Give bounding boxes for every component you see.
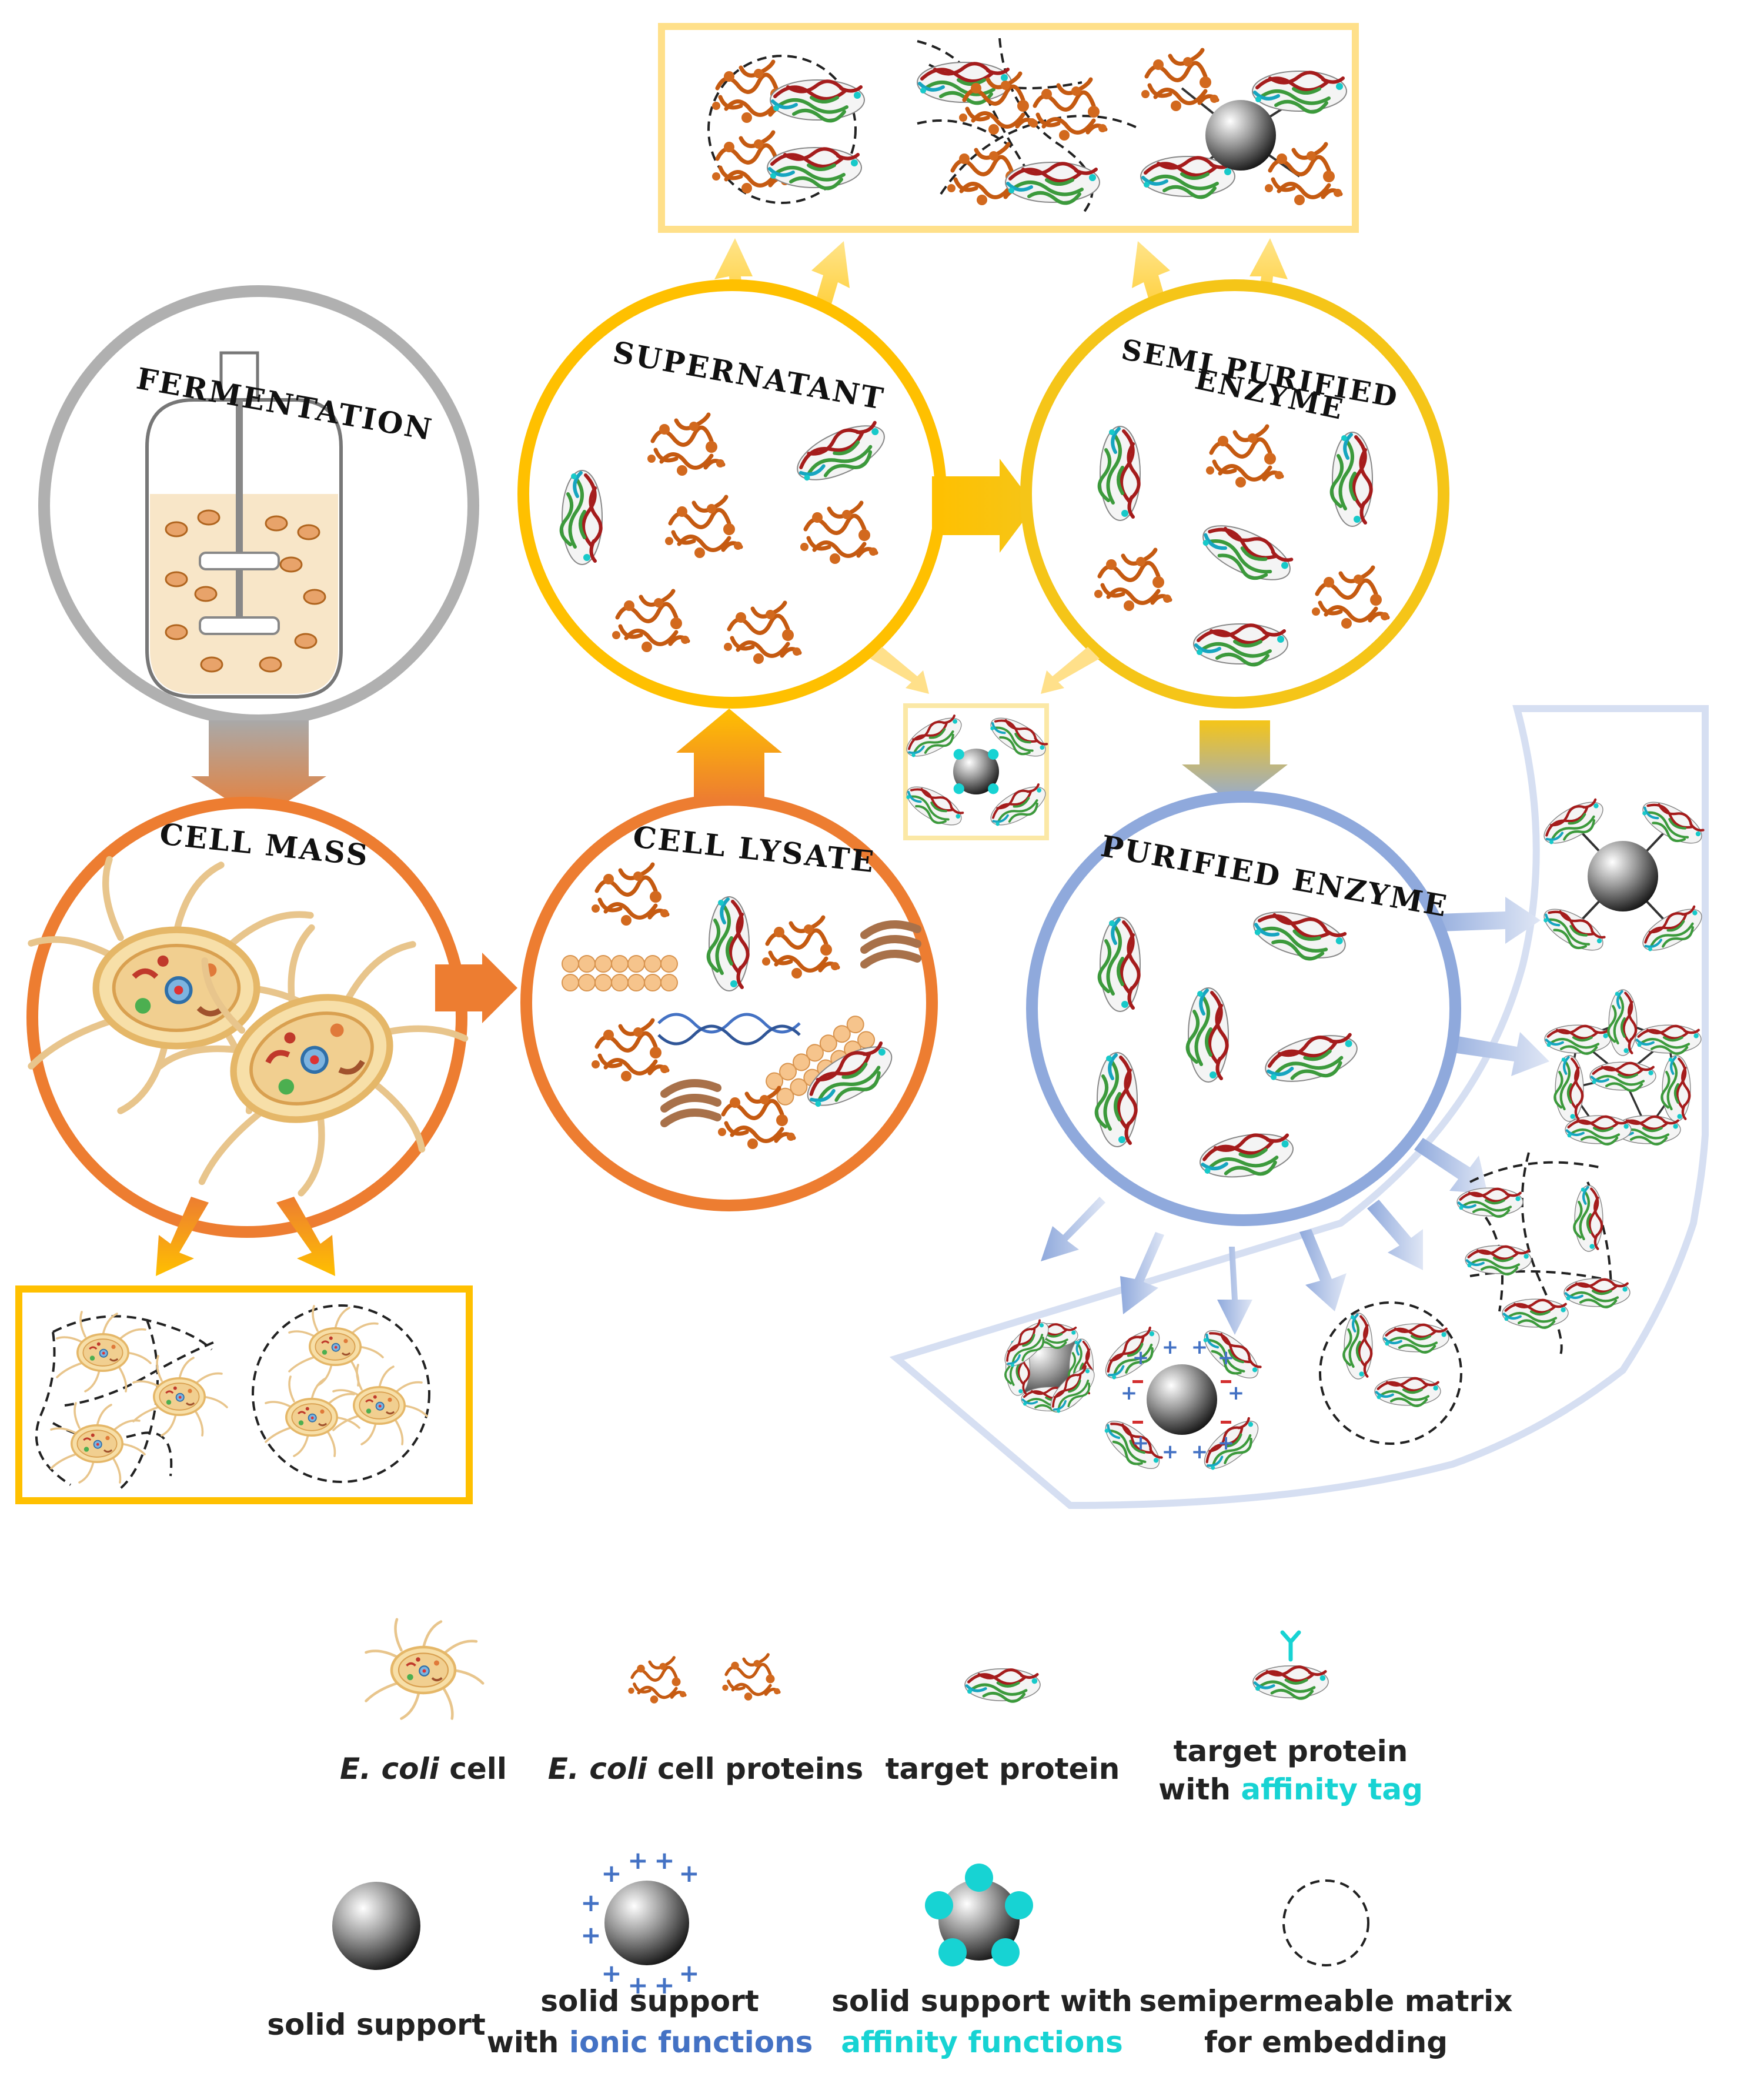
svg-text:+: + [654,1846,674,1875]
legend-tagged-protein-line1: target protein [1174,1734,1408,1768]
svg-text:+: + [1228,1381,1245,1405]
svg-text:+: + [627,1971,648,1999]
arc-support-bound-enzymes [1538,794,1708,959]
legend-ionic-support-icon: ++++ ++ ++++ [580,1846,699,1999]
svg-text:+: + [1121,1381,1138,1405]
svg-text:+: + [1191,1440,1208,1464]
svg-text:+: + [1162,1440,1179,1464]
svg-text:+: + [601,1959,622,1988]
arc-adsorbed-shell [997,1314,1102,1420]
svg-text:+: + [1191,1335,1208,1359]
arrow-fermentation-to-cellmass [191,720,326,820]
semi-purified-stage [1020,279,1449,709]
legend-ecoli-proteins-icon [628,1655,780,1704]
legend-ionic-support-line2: with ionic functions [487,2025,813,2059]
top-box-support-bound [1141,50,1347,205]
svg-text:+: + [627,1846,648,1875]
svg-text:+: + [1162,1335,1179,1359]
arrow-semipurified-to-purified [1182,720,1288,806]
fermentation-stage [38,285,479,726]
svg-text:+: + [580,1888,601,1917]
arc-cross-linked-aggregate [1545,990,1701,1144]
legend-target-protein-icon [965,1669,1040,1701]
svg-text:+: + [1218,1431,1235,1455]
legend-affinity-support-icon [925,1864,1033,1966]
legend-tagged-protein-line2: with affinity tag [1158,1772,1423,1806]
purified-enzyme-stage [1026,791,1461,1226]
legend-matrix-line1: semipermeable matrix [1139,1984,1512,2018]
arrows-cellmass-to-wholecell [156,1197,335,1276]
legend-affinity-support-line2: affinity functions [841,2025,1122,2059]
top-immobilization-box [658,23,1359,233]
arrow-supernatant-to-semipurified [932,459,1035,553]
svg-text:+: + [654,1971,674,1999]
affinity-capture-box [900,703,1053,840]
arrow-lysate-to-supernatant [676,709,782,800]
svg-text:+: + [679,1859,699,1888]
legend-affinity-support-line1: solid support with [831,1984,1132,2018]
top-box-matrix-network [917,38,1141,216]
purified-radial-arrows [1041,897,1549,1335]
arrow-supernatant-to-affinity [870,647,929,694]
legend-solid-support-label: solid support [267,2008,485,2042]
legend-ecoli-cell-label: E. coli cell [340,1752,507,1786]
legend-target-protein-label: target protein [886,1752,1120,1786]
arc-embedded-capsule [1319,1301,1462,1445]
svg-text:+: + [580,1921,601,1949]
legend-affinity-tag-icon [1253,1630,1328,1698]
arc-matrix-entrapment [1457,1152,1630,1360]
legend-ecoli-proteins-label: E. coli cell proteins [548,1752,864,1786]
legend: E. coli cell E. coli cell proteins targe… [267,1619,1513,2059]
arc-ionic-support: + + + + + + + + + + [1098,1323,1266,1477]
legend-matrix-icon [1282,1879,1369,1966]
whole-cell-immobilization-box [15,1285,473,1504]
supernatant-stage [517,279,947,709]
arrow-semipurified-to-affinity [1041,647,1100,694]
svg-text:+: + [1132,1346,1150,1370]
bioreactor-vessel [145,351,343,699]
legend-ionic-support-line1: solid support [540,1984,759,2018]
svg-text:+: + [1218,1346,1235,1370]
legend-ecoli-cell-icon [366,1619,483,1719]
legend-solid-support-icon [332,1882,420,1970]
dna-helix [657,1013,801,1046]
svg-text:+: + [1132,1431,1150,1455]
arrow-cellmass-to-lysate [435,953,517,1023]
svg-text:+: + [601,1859,622,1888]
svg-text:+: + [679,1959,699,1988]
legend-matrix-line2: for embedding [1204,2025,1448,2059]
top-box-embedded-capsule [707,55,864,204]
cell-mass-stage [26,797,496,1238]
